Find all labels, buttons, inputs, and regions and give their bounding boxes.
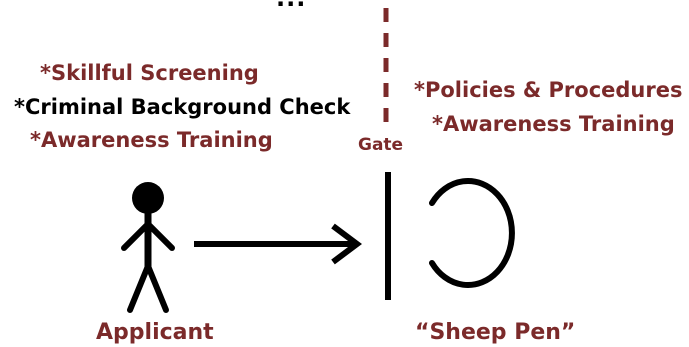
right-list-item-awareness-training: *Awareness Training <box>432 112 675 136</box>
gate-label: Gate <box>358 135 404 155</box>
left-list-item-criminal-background-check: *Criminal Background Check <box>14 95 351 119</box>
arrow-to-gate-icon <box>194 223 362 265</box>
arrow-head <box>331 223 362 265</box>
stick-figure-right-leg <box>145 263 169 313</box>
stick-figure-left-leg <box>127 263 151 313</box>
sheep-pen-label: “Sheep Pen” <box>415 320 576 345</box>
stick-figure-right-arm <box>145 221 175 251</box>
left-list-item-skillful-screening: *Skillful Screening <box>40 61 259 85</box>
stick-figure-left-arm <box>121 221 151 251</box>
stick-figure-head <box>132 182 164 214</box>
sheep-pen-open-circle-icon <box>429 178 515 288</box>
applicant-label: Applicant <box>96 320 214 345</box>
left-list-item-awareness-training: *Awareness Training <box>30 128 273 152</box>
right-list-item-policies-procedures: *Policies & Procedures <box>414 78 683 102</box>
applicant-stick-figure-icon <box>121 182 175 313</box>
cropped-title-fragment: ... <box>276 0 306 10</box>
